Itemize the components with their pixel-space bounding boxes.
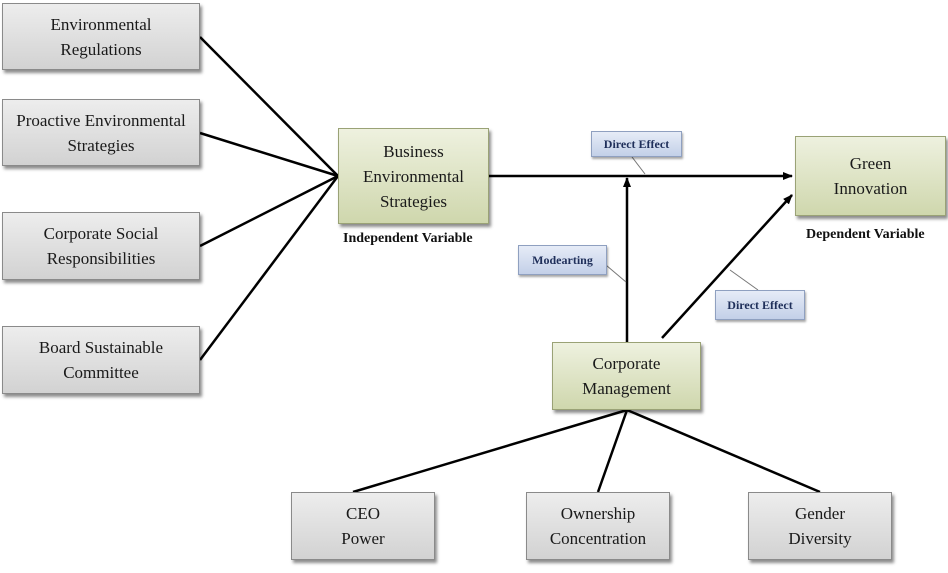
factor-label-line1: Environmental: [50, 14, 152, 34]
factor-ceo-power: CEO Power: [291, 492, 435, 560]
independent-label-line1: Business: [383, 141, 444, 161]
independent-variable-caption: Independent Variable: [343, 231, 473, 246]
factor-label-line2: Power: [341, 529, 385, 548]
moderating-tag: Modearting: [518, 245, 607, 275]
factor-label-line2: Regulations: [60, 39, 142, 59]
leader-direct-top: [631, 156, 646, 175]
factor-label-line1: Gender: [794, 504, 846, 523]
dependent-label-line2: Innovation: [833, 179, 908, 198]
factor-label-line1: Corporate Social: [43, 224, 159, 243]
factor-label-line2: Concentration: [549, 529, 647, 548]
line-ceo-power: [352, 408, 628, 494]
factor-label-line1: Ownership: [560, 504, 636, 523]
line-env-regulations: [199, 36, 339, 177]
line-csr: [199, 174, 339, 248]
factor-label-line1: CEO: [346, 504, 380, 523]
dependent-label-line1: Green: [849, 154, 892, 173]
factor-label-line1: Board Sustainable: [38, 338, 164, 357]
leader-direct-right: [729, 269, 759, 291]
factor-label-line2: Committee: [63, 363, 139, 382]
independent-variable-box: Business Environmental Strategies: [338, 128, 489, 224]
moderator-label-line2: Management: [582, 379, 671, 398]
independent-label-line2: Environmental: [362, 166, 465, 186]
factor-corporate-social-responsibilities: Corporate Social Responsibilities: [2, 212, 200, 280]
line-ownership: [596, 409, 629, 493]
factor-environmental-regulations: Environmental Regulations: [2, 3, 200, 70]
factor-proactive-environmental-strategies: Proactive Environmental Strategies: [2, 99, 200, 166]
factor-ownership-concentration: Ownership Concentration: [526, 492, 670, 560]
factor-label-line1: Proactive Environmental: [16, 110, 186, 130]
factor-label-line2: Strategies: [67, 135, 135, 155]
moderator-label-line1: Corporate: [592, 354, 661, 373]
line-board-committee: [199, 175, 339, 361]
independent-label-line3: Strategies: [379, 191, 448, 211]
direct-effect-tag-top: Direct Effect: [591, 131, 682, 157]
dependent-variable-box: Green Innovation: [795, 136, 946, 216]
factor-label-line2: Responsibilities: [46, 249, 156, 268]
line-gender-diversity: [626, 408, 821, 494]
factor-label-line2: Diversity: [788, 529, 852, 548]
direct-effect-tag-right: Direct Effect: [715, 290, 805, 320]
factor-board-sustainable-committee: Board Sustainable Committee: [2, 326, 200, 394]
arrow-direct-effect-right: [661, 194, 793, 339]
line-proactive-strategies: [199, 131, 339, 178]
moderator-box: Corporate Management: [552, 342, 701, 410]
factor-gender-diversity: Gender Diversity: [748, 492, 892, 560]
dependent-variable-caption: Dependent Variable: [806, 227, 925, 242]
